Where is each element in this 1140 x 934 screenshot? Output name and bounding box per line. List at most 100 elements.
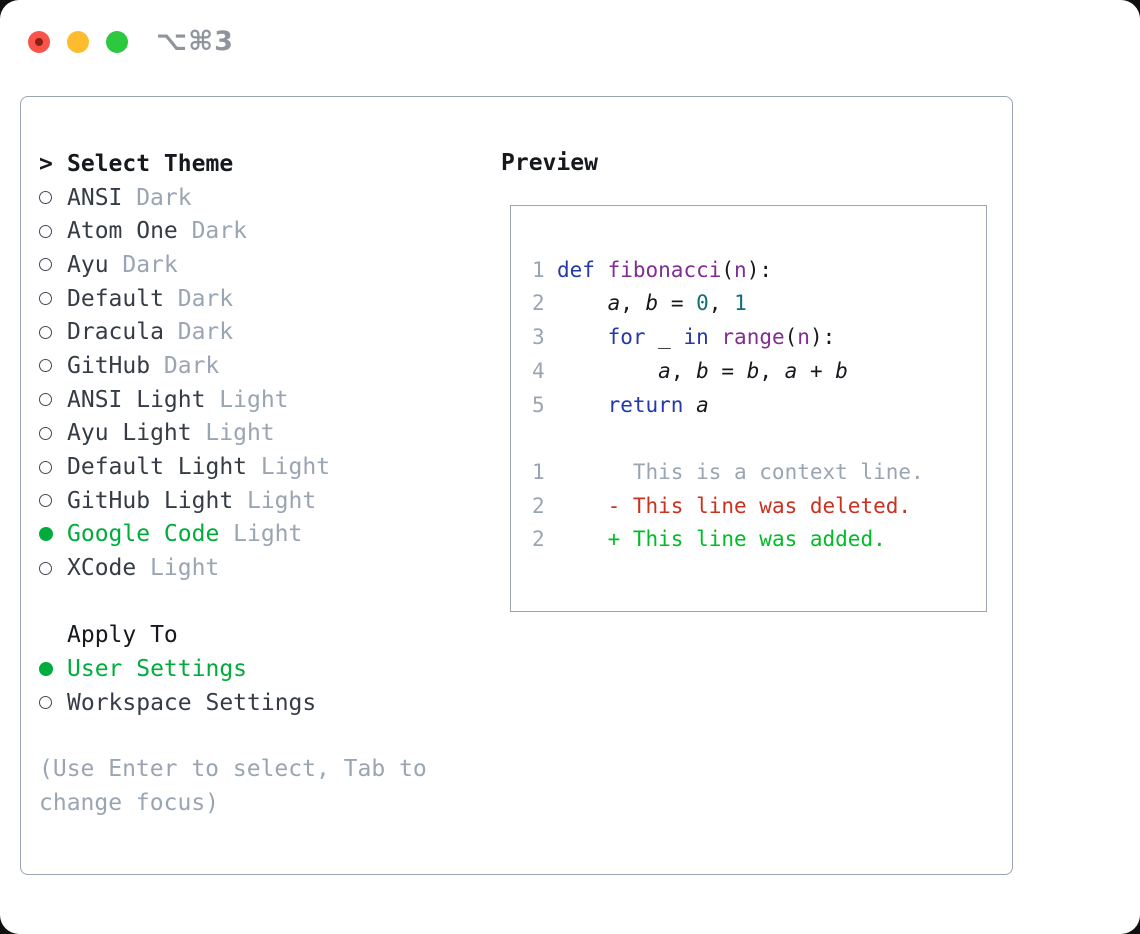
theme-option[interactable]: XCode Light	[39, 551, 469, 585]
code-token: ):	[809, 325, 836, 350]
radio-unselected-icon	[39, 696, 52, 710]
radio-unselected-icon	[39, 191, 52, 205]
minimize-button[interactable]	[67, 30, 89, 53]
theme-name: Ayu	[67, 251, 109, 278]
theme-name: GitHub Light	[67, 487, 234, 514]
zoom-button[interactable]	[106, 30, 128, 53]
radio-unselected-icon	[39, 359, 52, 373]
theme-name: Default Light	[67, 454, 248, 481]
apply-to-option[interactable]: User Settings	[39, 652, 469, 686]
theme-option[interactable]: Ayu Light Light	[39, 417, 469, 451]
code-token: a	[696, 392, 709, 417]
theme-name: XCode	[67, 555, 137, 582]
theme-variant-tag: Light	[233, 521, 303, 548]
code-token: in	[683, 325, 709, 350]
code-token: b	[835, 358, 848, 383]
code-token: n	[797, 325, 810, 350]
theme-variant-tag: Light	[246, 487, 317, 514]
titlebar: ⌥⌘3	[28, 26, 234, 57]
theme-name: Google Code	[67, 521, 220, 548]
theme-variant-tag: Dark	[191, 218, 247, 245]
theme-variant-tag: Dark	[122, 251, 178, 278]
diff-token: This is a context line.	[557, 459, 924, 484]
code-token: ,	[620, 291, 646, 316]
code-token: 1	[734, 291, 747, 316]
code-token	[557, 291, 608, 315]
apply-option-name: Workspace Settings	[67, 689, 317, 716]
diff-token	[557, 494, 608, 518]
select-theme-label: Select Theme	[67, 150, 234, 177]
theme-name: Default	[67, 285, 164, 312]
code-token: +	[797, 358, 836, 383]
code-token: return	[607, 392, 684, 417]
code-token	[557, 325, 608, 349]
code-token: =	[708, 358, 747, 383]
line-number: 1	[532, 459, 545, 484]
close-button[interactable]	[28, 30, 50, 53]
code-token: for	[607, 325, 646, 350]
code-token	[557, 393, 608, 417]
code-token: (	[721, 257, 735, 282]
line-number: 5	[532, 392, 545, 417]
radio-unselected-icon	[39, 224, 52, 238]
code-token	[595, 258, 608, 282]
code-token: def	[557, 257, 595, 282]
code-token: ,	[708, 291, 735, 316]
theme-option[interactable]: Default Dark	[39, 282, 469, 316]
code-token: ,	[759, 358, 785, 383]
theme-option[interactable]: Google Code Light	[39, 518, 469, 552]
theme-option[interactable]: GitHub Light Light	[39, 484, 469, 518]
code-token: fibonacci	[607, 257, 722, 282]
close-dot-icon	[35, 37, 43, 46]
apply-to-option[interactable]: Workspace Settings	[39, 686, 469, 720]
focus-caret-icon: >	[39, 150, 53, 177]
radio-unselected-icon	[39, 561, 52, 575]
line-number: 2	[532, 291, 545, 316]
theme-variant-tag: Dark	[177, 285, 234, 312]
diff-token: + This line was added.	[607, 527, 886, 552]
radio-selected-icon	[39, 662, 53, 677]
code-token: n	[734, 257, 747, 282]
radio-selected-icon	[39, 527, 53, 542]
line-number: 2	[532, 527, 545, 552]
code-token: range	[721, 325, 785, 350]
theme-variant-tag: Light	[260, 454, 331, 481]
line-number: 3	[532, 325, 545, 350]
theme-variant-tag: Light	[219, 386, 289, 413]
code-token: =	[658, 291, 697, 316]
theme-variant-tag: Light	[205, 420, 275, 447]
code-token: _	[645, 325, 684, 350]
line-number: 4	[532, 358, 545, 383]
code-token	[557, 359, 658, 383]
theme-option[interactable]: ANSI Light Light	[39, 383, 469, 417]
theme-name: ANSI Light	[67, 386, 206, 413]
theme-variant-tag: Dark	[177, 319, 234, 346]
code-token: b	[645, 291, 659, 316]
radio-unselected-icon	[39, 325, 52, 339]
line-number: 1	[532, 257, 545, 282]
radio-unselected-icon	[39, 292, 52, 306]
theme-option[interactable]: Default Light Light	[39, 450, 469, 484]
preview-title: Preview	[501, 150, 598, 176]
line-number: 2	[532, 493, 545, 518]
code-token: 0	[696, 291, 709, 316]
apply-option-name: User Settings	[67, 656, 248, 683]
theme-name: Ayu Light	[67, 420, 192, 447]
diff-token: - This line was deleted.	[607, 493, 912, 518]
code-token: a	[784, 358, 798, 383]
code-token	[683, 393, 696, 417]
theme-option[interactable]: Ayu Dark	[39, 248, 469, 282]
theme-variant-tag: Light	[150, 555, 220, 582]
diff-token	[557, 527, 608, 551]
hint-text: (Use Enter to select, Tab to change focu…	[39, 756, 427, 817]
